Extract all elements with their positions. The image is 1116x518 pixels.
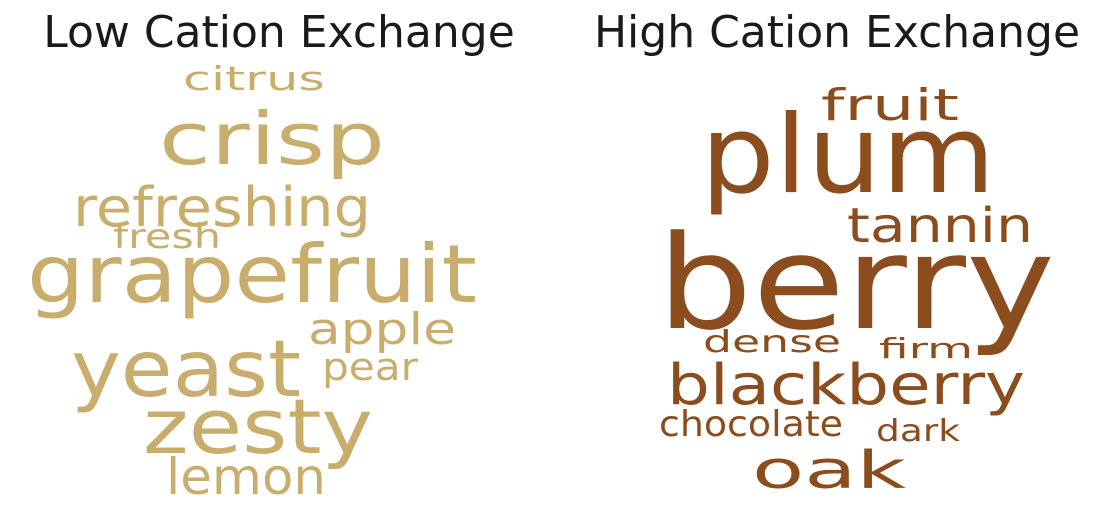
- word-citrus: citrus: [183, 59, 325, 98]
- word-fruit: fruit: [821, 80, 959, 131]
- word-firm: firm: [879, 332, 973, 365]
- word-dense: dense: [703, 325, 841, 360]
- word-dark: dark: [876, 414, 961, 449]
- word-grapefruit: grapefruit: [27, 228, 477, 321]
- word-chocolate: chocolate: [659, 404, 843, 445]
- chart-title-low: Low Cation Exchange: [43, 7, 515, 58]
- word-lemon: lemon: [166, 448, 326, 506]
- word-refreshing: refreshing: [73, 176, 371, 239]
- word-tannin: tannin: [847, 198, 1033, 254]
- word-zesty: zesty: [143, 382, 373, 471]
- word-crisp: crisp: [159, 97, 385, 181]
- word-yeast: yeast: [71, 325, 301, 415]
- word-apple: apple: [308, 304, 456, 355]
- word-pear: pear: [322, 345, 418, 389]
- word-blackberry: blackberry: [667, 353, 1025, 418]
- wordcloud-low: citruscrisprefreshingfreshgrapefruitappl…: [27, 59, 477, 506]
- chart-title-high: High Cation Exchange: [593, 7, 1081, 58]
- word-plum: plum: [701, 93, 996, 218]
- word-berry: berry: [657, 207, 1055, 359]
- word-fresh: fresh: [113, 217, 221, 257]
- word-oak: oak: [752, 441, 906, 501]
